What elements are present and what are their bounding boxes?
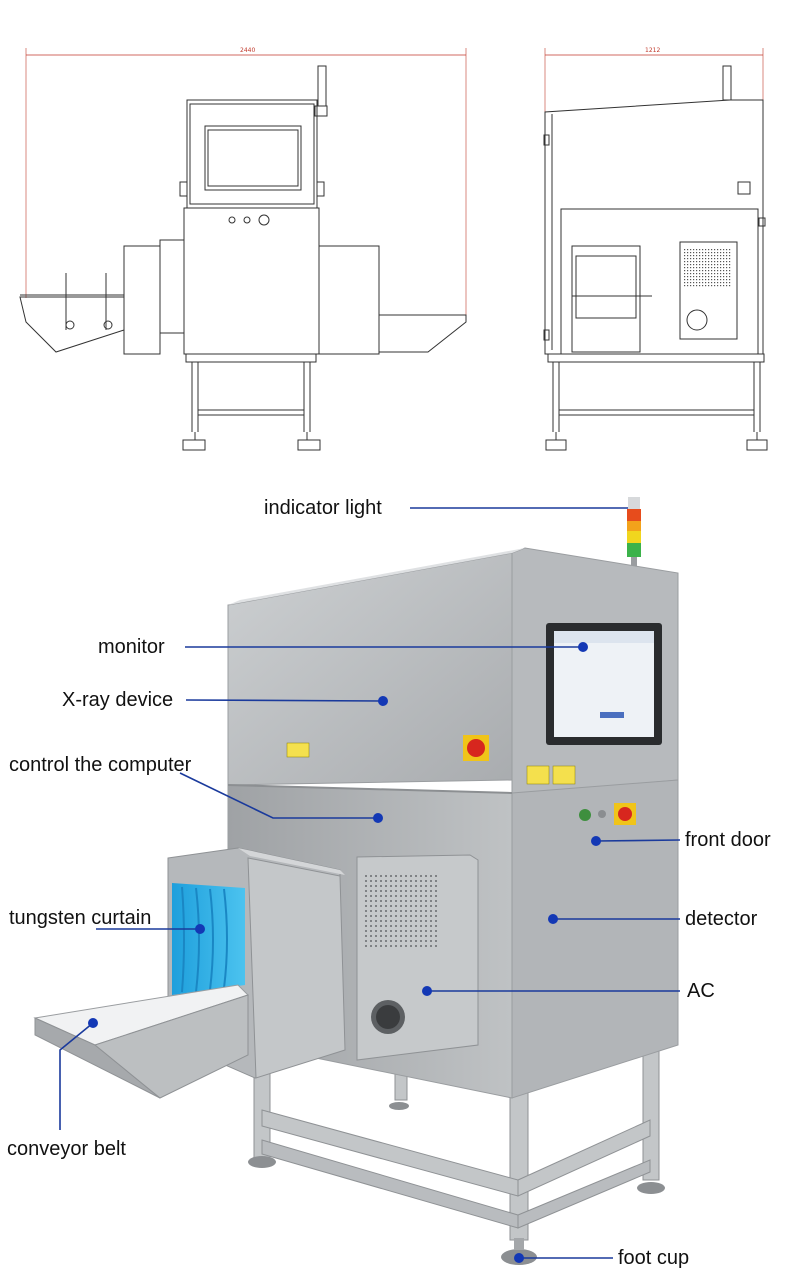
callout-dot-monitor [578, 642, 588, 652]
label-control-computer: control the computer [9, 754, 192, 776]
monitor-screen [546, 623, 662, 745]
callout-line-conveyor [59, 1022, 94, 1130]
tungsten-curtain [172, 883, 245, 995]
label-detector: detector [685, 908, 758, 930]
callout-dot-tungsten [195, 924, 205, 934]
callout-dot-foot-cup [514, 1253, 524, 1263]
front-door-controls [579, 803, 636, 825]
label-conveyor-belt: conveyor belt [7, 1138, 126, 1160]
front-dimension-text: 2440 [240, 47, 255, 54]
label-ac: AC [687, 980, 715, 1002]
technical-drawings: 2440 [19, 47, 768, 451]
callout-dot-ac [422, 986, 432, 996]
ac-unit [356, 854, 479, 1061]
callout-dot-front-door [591, 836, 601, 846]
callout-dot-control [373, 813, 383, 823]
label-xray-device: X-ray device [62, 689, 174, 711]
callout-line-xray [185, 699, 384, 702]
callout-dot-xray [378, 696, 388, 706]
emergency-stop [463, 735, 489, 761]
label-front-door: front door [685, 829, 771, 851]
side-dimension-text: 1212 [645, 47, 660, 54]
side-vent-grid [684, 248, 732, 288]
indicator-light-tower [627, 497, 641, 569]
side-view-drawing [543, 65, 768, 451]
front-view-drawing [19, 65, 467, 451]
callout-dot-conveyor [88, 1018, 98, 1028]
front-dimension: 2440 [25, 47, 467, 315]
label-foot-cup: foot cup [618, 1247, 690, 1269]
callout-dot-detector [548, 914, 558, 924]
foot-cups [248, 1102, 665, 1265]
label-indicator-light: indicator light [264, 497, 382, 519]
label-monitor: monitor [98, 636, 165, 658]
conveyor [33, 984, 249, 1099]
callout-line-control [179, 772, 378, 819]
label-tungsten-curtain: tungsten curtain [9, 907, 152, 929]
callout-line-front-door [595, 839, 681, 842]
